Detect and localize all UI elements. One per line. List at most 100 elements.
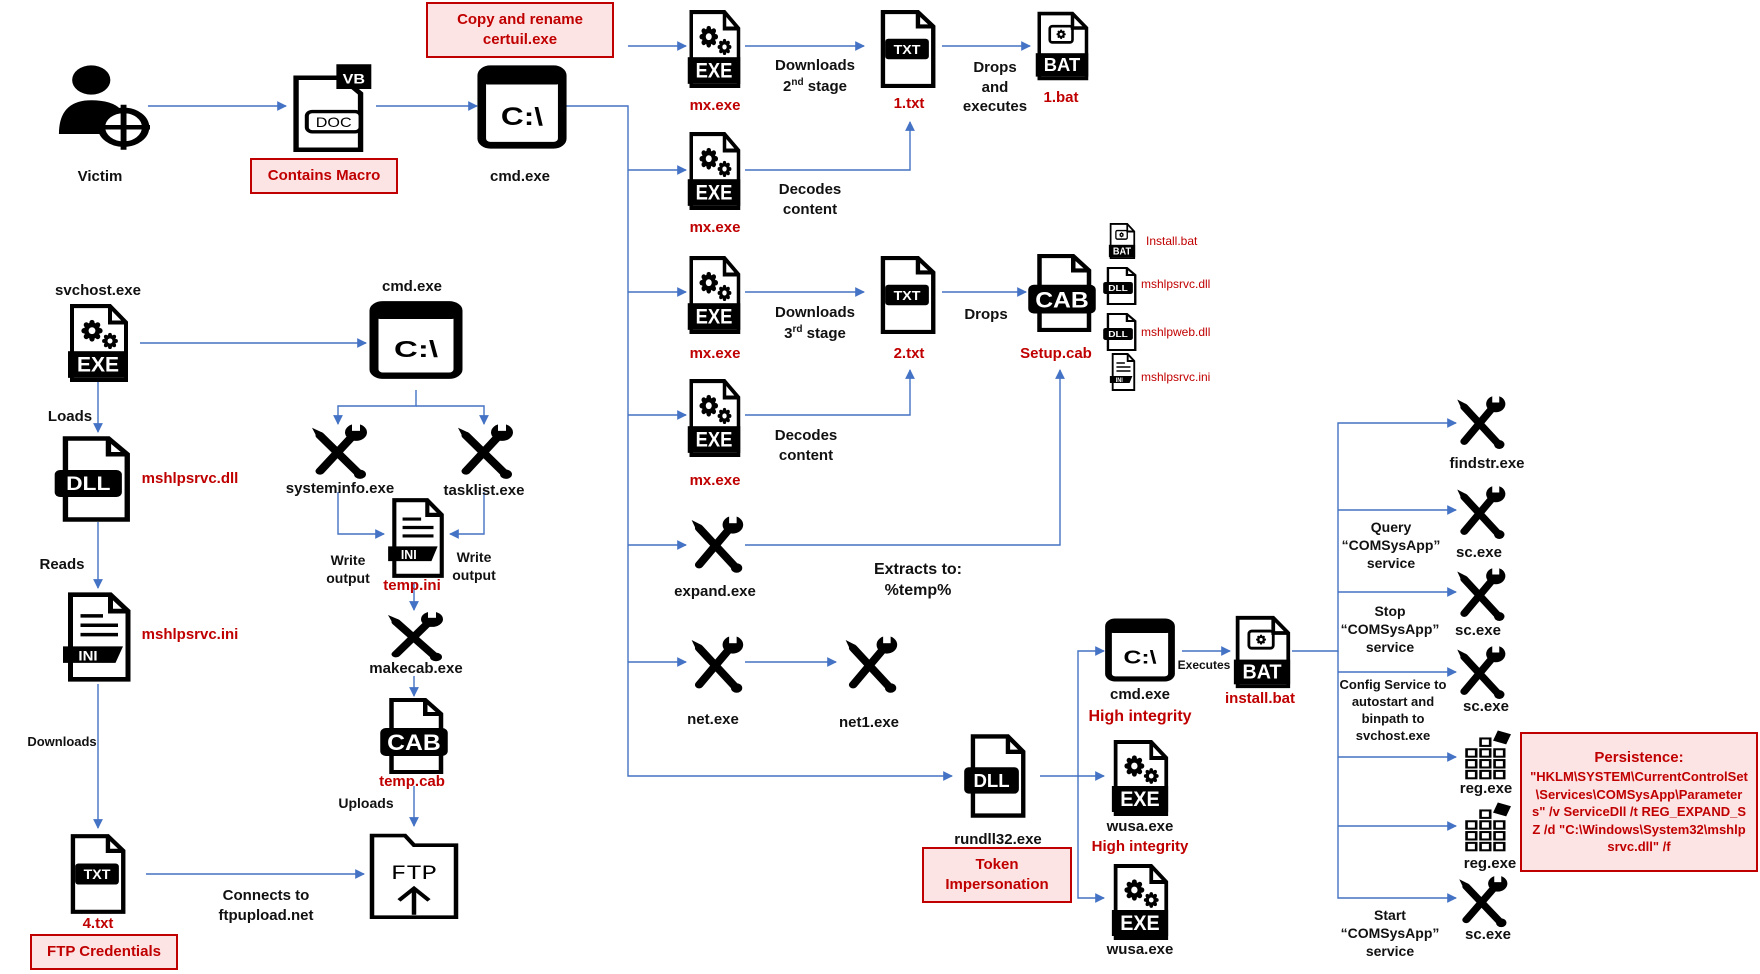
svg-text:EXE: EXE — [1120, 912, 1159, 935]
label-decodes-1: Decodes content — [778, 181, 842, 218]
svg-text:EXE: EXE — [77, 352, 119, 376]
downloads-2nd-num: 2 — [783, 77, 792, 95]
reg1-label: reg.exe — [1459, 780, 1513, 797]
edge-mx2-txt1 — [745, 121, 915, 171]
cab-content-dll2-icon: DLL — [1103, 313, 1137, 351]
temp-cab-label: temp.cab — [379, 773, 445, 790]
svg-text:EXE: EXE — [696, 305, 733, 329]
label-query-service: Query “COMSysApp” service — [1341, 519, 1441, 572]
tasklist-label: tasklist.exe — [443, 482, 525, 499]
systeminfo-label: systeminfo.exe — [285, 480, 395, 497]
downloads-3rd-stage: stage — [802, 324, 846, 342]
svg-text:BAT: BAT — [1243, 661, 1282, 683]
victim-label: Victim — [77, 168, 123, 185]
callout-token-impersonation: Token Impersonation — [922, 847, 1072, 903]
wusa2-label: wusa.exe — [1106, 941, 1174, 958]
wusa1-exe-file-icon: EXE — [1111, 740, 1169, 816]
reg2-registry-icon — [1465, 802, 1511, 852]
svg-text:C:\: C:\ — [501, 103, 543, 131]
downloads-2nd-word: Downloads — [774, 57, 856, 74]
findstr-label: findstr.exe — [1449, 455, 1525, 472]
doc-vb-file-icon: VB DOC — [293, 64, 372, 152]
label-connects-to: Connects to ftpupload.net — [218, 887, 314, 924]
net1-tools-icon — [845, 633, 898, 693]
reg1-registry-icon — [1465, 730, 1511, 780]
txt2-label: 2.txt — [893, 345, 925, 362]
wusa1-sub: High integrity — [1091, 838, 1189, 855]
svchost-exe-file-icon: EXE — [68, 304, 128, 382]
label-write-output-2: Write output — [452, 549, 496, 584]
label-drops: Drops — [964, 306, 1008, 323]
callout-contains-macro: Contains Macro — [250, 158, 398, 194]
svg-text:EXE: EXE — [696, 59, 733, 83]
label-downloads-2nd: Downloads 2nd stage — [775, 56, 855, 96]
mx2-exe-file-icon: EXE — [687, 132, 741, 210]
label-extracts-to: Extracts to: %temp% — [873, 561, 963, 599]
wusa2-exe-file-icon: EXE — [1111, 864, 1169, 940]
svg-text:VB: VB — [343, 72, 366, 87]
install-bat-file-icon: BAT — [1233, 615, 1291, 689]
svg-text:EXE: EXE — [696, 428, 733, 452]
mshlpsrvc-dll-label: mshlpsrvc.dll — [141, 470, 239, 487]
cab-content-bat-icon: BAT — [1108, 222, 1136, 260]
txt4-file-icon: TXT — [70, 834, 126, 914]
callout-copy-rename: Copy and rename certuil.exe — [426, 2, 614, 58]
svg-text:EXE: EXE — [1120, 788, 1159, 811]
svg-text:INI: INI — [401, 548, 417, 562]
edge-systeminfo-ini — [337, 492, 385, 539]
svg-text:EXE: EXE — [696, 181, 733, 205]
edge-expand-cab — [745, 369, 1065, 546]
downloads-2nd-sup: nd — [791, 76, 804, 88]
label-reads: Reads — [39, 556, 85, 573]
svg-text:DOC: DOC — [316, 116, 352, 131]
label-downloads: Downloads — [27, 734, 97, 749]
cab-file-install-bat: Install.bat — [1146, 234, 1198, 248]
edge-bus-main — [1337, 651, 1457, 903]
temp-cab-file-icon: CAB — [380, 698, 448, 774]
svchost-label: svchost.exe — [55, 282, 141, 299]
svg-text:C:\: C:\ — [1124, 647, 1157, 668]
edge-install-bus — [1292, 418, 1457, 652]
sc2-label: sc.exe — [1455, 622, 1501, 639]
net-tools-icon — [691, 633, 744, 693]
edge-cmdleft-systeminfo — [333, 390, 417, 425]
edge-cmdleft-tasklist — [416, 405, 489, 425]
victim-user-target-icon — [58, 65, 150, 150]
callout-ftp-credentials: FTP Credentials — [30, 934, 178, 970]
sc1-label: sc.exe — [1456, 544, 1502, 561]
sc4-label: sc.exe — [1465, 926, 1511, 943]
edge-rundll-wusa2 — [1077, 776, 1105, 903]
downloads-3rd-num: 3 — [784, 324, 793, 342]
cab-file-mshlpsrvc-dll: mshlpsrvc.dll — [1141, 277, 1211, 291]
svg-text:FTP: FTP — [391, 862, 437, 885]
bat1-file-icon: BAT — [1035, 11, 1089, 81]
expand-tools-icon — [691, 513, 744, 573]
label-drops-executes: Drops and executes — [962, 59, 1028, 115]
label-decodes-2: Decodes content — [774, 427, 838, 464]
sc3-label: sc.exe — [1463, 698, 1509, 715]
persistence-body: "HKLM\SYSTEM\CurrentControlSet\Services\… — [1530, 769, 1748, 855]
tasklist-tools-icon — [458, 421, 513, 479]
svg-text:C:\: C:\ — [394, 337, 438, 363]
label-executes: Executes — [1177, 658, 1231, 672]
edge-tasklist-ini — [449, 492, 485, 539]
cmd-left-console-icon: C:\ — [369, 301, 463, 379]
sc1-tools-icon — [1457, 483, 1506, 539]
cab-content-ini-icon: INI — [1109, 353, 1136, 391]
mx1-exe-file-icon: EXE — [687, 10, 741, 88]
svg-text:BAT: BAT — [1044, 54, 1081, 75]
mx3-exe-file-icon: EXE — [687, 256, 741, 334]
temp-ini-file-icon: INI — [388, 498, 444, 578]
txt1-file-icon: TXT — [880, 10, 936, 88]
cmd-hi-sub: High integrity — [1088, 708, 1192, 725]
label-downloads-3rd: Downloads 3rd stage — [775, 303, 855, 343]
bat1-label: 1.bat — [1043, 89, 1079, 106]
callout-persistence: Persistence: "HKLM\SYSTEM\CurrentControl… — [1520, 732, 1758, 872]
mshlpsrvc-dll-file-icon: DLL — [54, 436, 130, 522]
txt2-file-icon: TXT — [880, 256, 936, 334]
svg-text:TXT: TXT — [894, 43, 921, 58]
reg2-label: reg.exe — [1463, 855, 1517, 872]
mshlpsrvc-ini-file-icon: INI — [63, 592, 131, 682]
